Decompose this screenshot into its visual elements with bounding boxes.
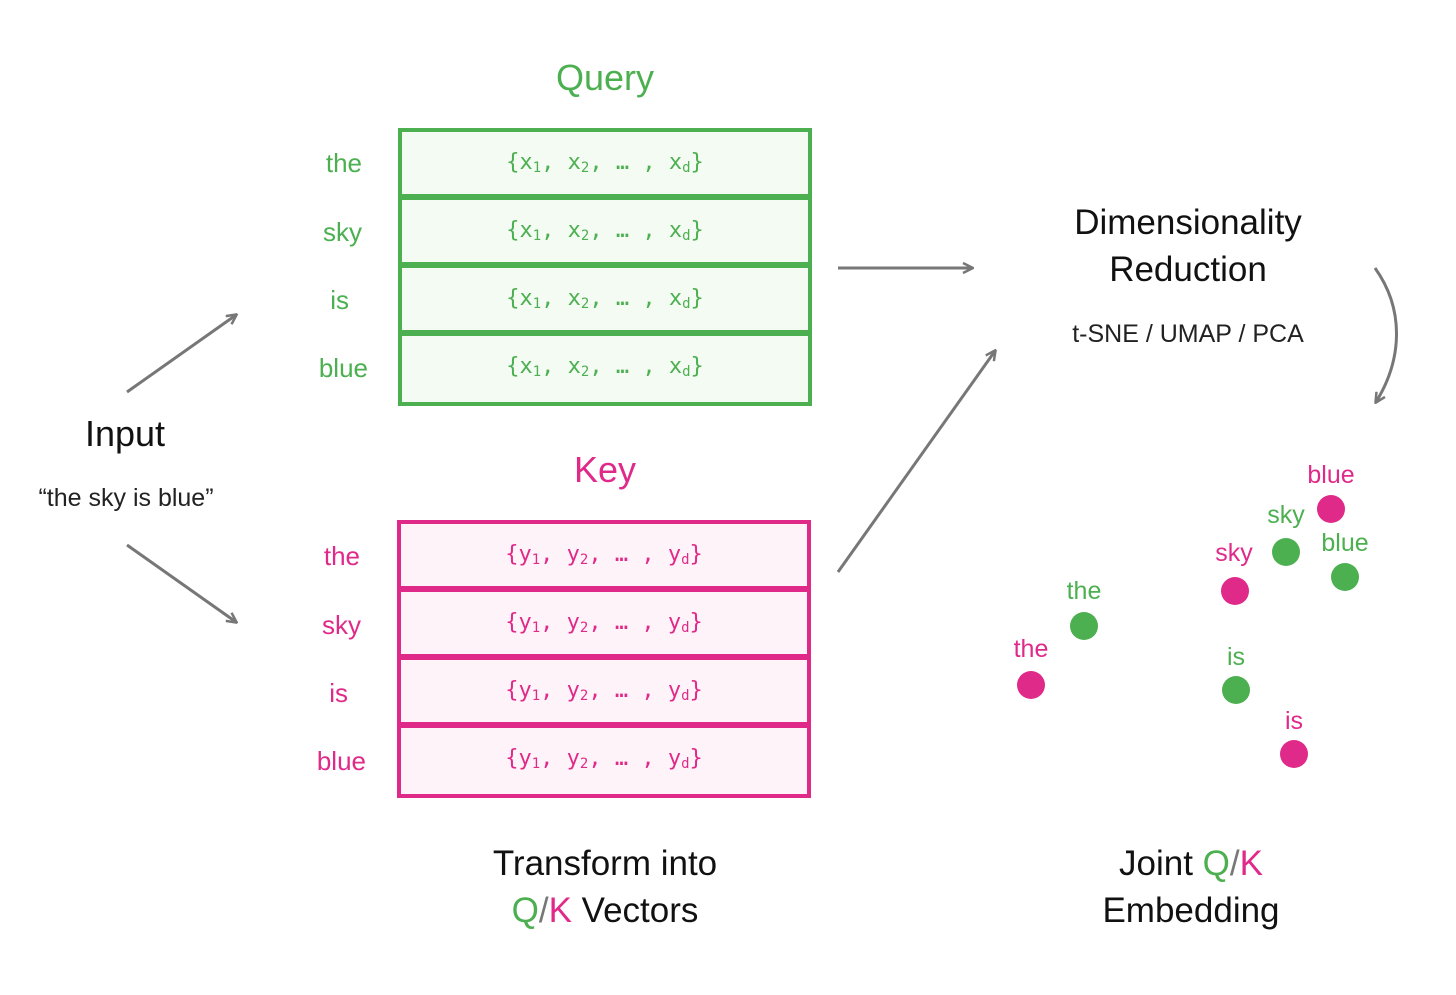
embedding-point <box>1222 676 1250 704</box>
transform-line1: Transform into <box>492 844 718 883</box>
arrow-input-to-key <box>126 543 236 622</box>
query-vector: {x1, x2, … , xd} <box>506 150 704 176</box>
embedding-point-label: blue <box>1307 461 1355 489</box>
embedding-point <box>1317 495 1345 523</box>
query-title: Query <box>555 57 655 98</box>
key-row <box>397 724 811 798</box>
embedding-point <box>1272 538 1300 566</box>
embedding-point <box>1280 740 1308 768</box>
embedding-q: Q <box>1202 844 1230 883</box>
transform-rest: Vectors <box>571 891 699 930</box>
embedding-point-label: sky <box>1215 539 1253 567</box>
query-token-3: blue <box>318 353 368 383</box>
query-token-2: is <box>330 285 349 315</box>
transform-k: K <box>548 891 572 930</box>
embedding-point-label: the <box>1066 577 1102 605</box>
reduction-line2: Reduction <box>1109 250 1267 289</box>
transform-caption: Transform into Q/K Vectors <box>420 840 790 934</box>
embedding-point <box>1221 577 1249 605</box>
embedding-line2: Embedding <box>1102 891 1280 930</box>
embedding-point <box>1331 563 1359 591</box>
embedding-point-label: blue <box>1321 529 1369 557</box>
query-token-1: sky <box>323 217 362 247</box>
query-row <box>398 332 812 406</box>
query-vector: {x1, x2, … , xd} <box>506 354 704 380</box>
embedding-k: K <box>1239 844 1263 883</box>
embedding-slash: / <box>1229 844 1240 883</box>
key-vector: {y1, y2, … , yd} <box>505 746 703 772</box>
query-vector: {x1, x2, … , xd} <box>506 218 704 244</box>
embedding-prefix: Joint <box>1119 844 1203 883</box>
key-title: Key <box>573 449 637 490</box>
transform-slash: / <box>538 891 549 930</box>
key-vector: {y1, y2, … , yd} <box>505 542 703 568</box>
embedding-point-label: sky <box>1267 501 1305 529</box>
key-token-2: is <box>329 678 348 708</box>
arrow-reduction-to-embedding <box>1373 267 1398 402</box>
embedding-line1: Joint Q/K <box>1030 840 1352 887</box>
arrow-input-to-query <box>126 315 236 394</box>
key-vectors: {y1, y2, … , yd} {y1, y2, … , yd} {y1, y… <box>397 520 811 798</box>
query-vector: {x1, x2, … , xd} <box>506 286 704 312</box>
key-vector: {y1, y2, … , yd} <box>505 678 703 704</box>
key-vector: {y1, y2, … , yd} <box>505 610 703 636</box>
key-token-0: the <box>323 541 360 571</box>
transform-q: Q <box>511 891 539 930</box>
reduction-title: Dimensionality Reduction <box>1020 199 1356 293</box>
reduction-line1: Dimensionality <box>1074 203 1302 242</box>
arrow-key-to-reduction <box>836 351 995 573</box>
embedding-point-label: is <box>1284 707 1304 735</box>
reduction-methods: t-SNE / UMAP / PCA <box>1072 320 1304 348</box>
embedding-point-label: is <box>1226 643 1246 671</box>
embedding-point <box>1017 671 1045 699</box>
transform-line2: Q/K Vectors <box>420 887 790 934</box>
key-token-3: blue <box>316 746 366 776</box>
query-token-0: the <box>325 148 362 178</box>
query-vectors: {x1, x2, … , xd} {x1, x2, … , xd} {x1, x… <box>398 128 812 406</box>
embedding-point-label: the <box>1013 635 1049 663</box>
embedding-caption: Joint Q/K Embedding <box>1030 840 1352 934</box>
input-title: Input <box>84 413 166 454</box>
input-sentence: “the sky is blue” <box>38 484 214 512</box>
key-matrix <box>397 520 811 798</box>
key-token-1: sky <box>322 610 361 640</box>
query-matrix <box>398 128 812 406</box>
embedding-point <box>1070 612 1098 640</box>
